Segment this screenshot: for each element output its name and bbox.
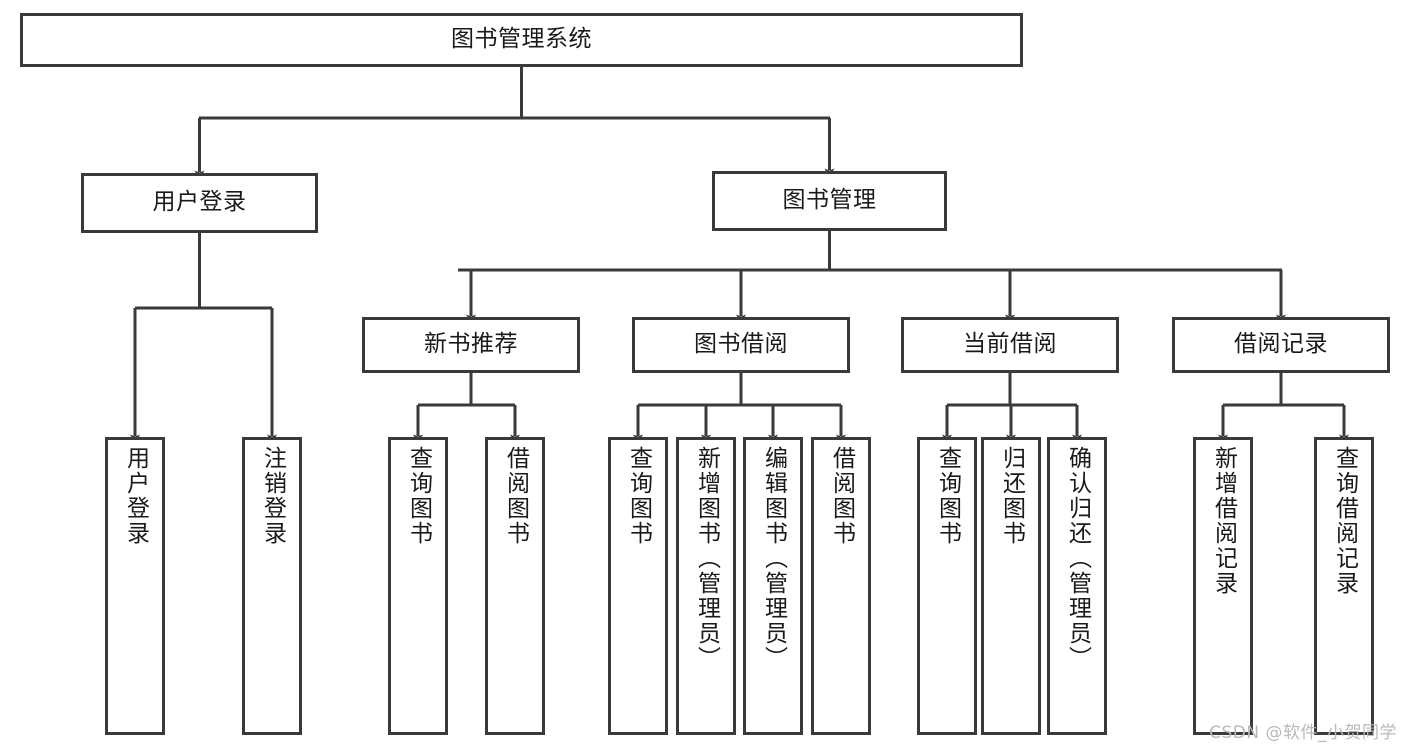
node-borrow-records[interactable]: 借阅记录	[1172, 317, 1390, 373]
leaf-edit-book-admin-label: 编辑图书（管理员）	[760, 446, 787, 671]
node-new-book-recommend[interactable]: 新书推荐	[362, 317, 580, 373]
leaf-edit-book-admin[interactable]: 编辑图书（管理员）	[743, 437, 803, 735]
leaf-borrow-books-recommend-label: 借阅图书	[502, 446, 529, 546]
leaf-borrow-books-recommend[interactable]: 借阅图书	[485, 437, 545, 735]
node-current-borrow[interactable]: 当前借阅	[901, 317, 1119, 373]
node-root-label: 图书管理系统	[451, 26, 592, 53]
leaf-confirm-return-admin-label: 确认归还（管理员）	[1064, 446, 1091, 671]
leaf-user-login[interactable]: 用户登录	[105, 437, 165, 735]
leaf-add-borrow-record[interactable]: 新增借阅记录	[1193, 437, 1253, 735]
leaf-return-book[interactable]: 归还图书	[981, 437, 1041, 735]
leaf-query-books-borrow-label: 查询图书	[625, 446, 652, 546]
leaf-user-login-label: 用户登录	[122, 446, 149, 546]
node-new-book-recommend-label: 新书推荐	[424, 331, 518, 358]
leaf-query-books-borrow[interactable]: 查询图书	[608, 437, 668, 735]
leaf-user-logout-label: 注销登录	[259, 446, 286, 546]
leaf-return-book-label: 归还图书	[998, 446, 1025, 546]
leaf-user-logout[interactable]: 注销登录	[242, 437, 302, 735]
leaf-query-borrow-record[interactable]: 查询借阅记录	[1314, 437, 1374, 735]
node-root[interactable]: 图书管理系统	[20, 13, 1023, 67]
leaf-query-books-current-label: 查询图书	[934, 446, 961, 546]
leaf-query-borrow-record-label: 查询借阅记录	[1331, 446, 1358, 596]
leaf-borrow-book-label: 借阅图书	[828, 446, 855, 546]
leaf-borrow-book[interactable]: 借阅图书	[811, 437, 871, 735]
node-book-management[interactable]: 图书管理	[712, 171, 947, 231]
leaf-add-book-admin-label: 新增图书（管理员）	[693, 446, 720, 671]
node-book-borrow-label: 图书借阅	[694, 331, 788, 358]
leaf-confirm-return-admin[interactable]: 确认归还（管理员）	[1047, 437, 1107, 735]
leaf-query-books-recommend[interactable]: 查询图书	[388, 437, 448, 735]
leaf-add-book-admin[interactable]: 新增图书（管理员）	[676, 437, 736, 735]
node-current-borrow-label: 当前借阅	[963, 331, 1057, 358]
node-book-borrow[interactable]: 图书借阅	[632, 317, 850, 373]
leaf-query-books-recommend-label: 查询图书	[405, 446, 432, 546]
leaf-add-borrow-record-label: 新增借阅记录	[1210, 446, 1237, 596]
node-borrow-records-label: 借阅记录	[1234, 331, 1328, 358]
node-user-login[interactable]: 用户登录	[81, 173, 318, 233]
leaf-query-books-current[interactable]: 查询图书	[917, 437, 977, 735]
node-book-management-label: 图书管理	[782, 187, 877, 214]
node-user-login-label: 用户登录	[152, 189, 247, 216]
